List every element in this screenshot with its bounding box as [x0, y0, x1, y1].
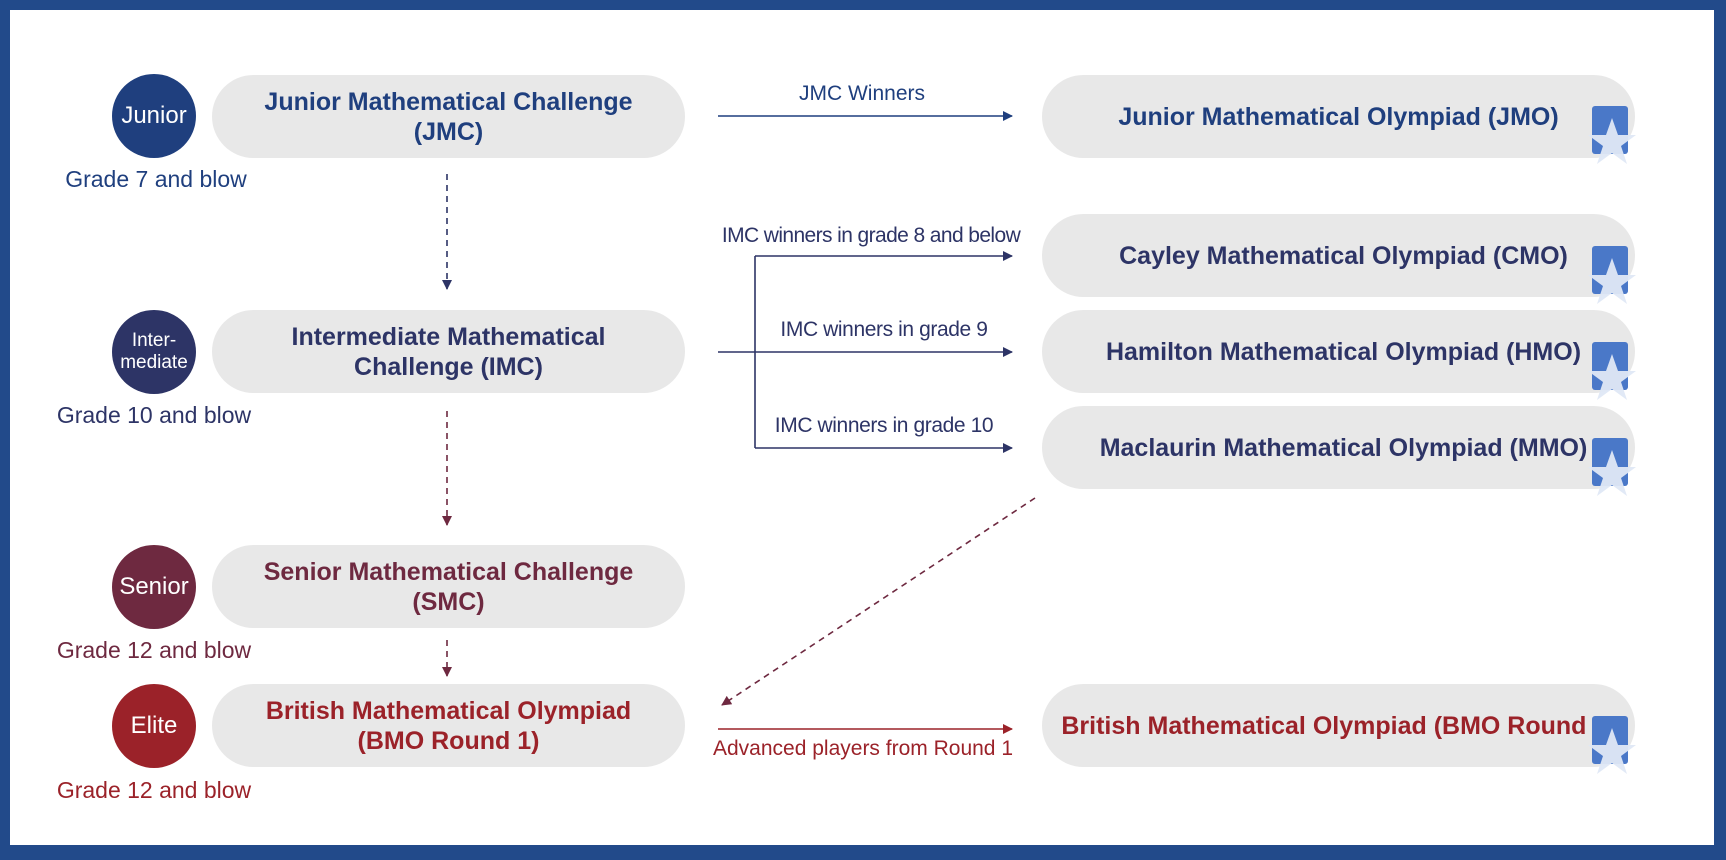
olympiad-hmo-label: Hamilton Mathematical Olympiad (HMO) — [1105, 337, 1582, 366]
medal-star-icon — [1588, 342, 1636, 400]
olympiad-mmo-label: Maclaurin Mathematical Olympiad (MMO) — [1099, 433, 1588, 462]
olympiad-cmo: Cayley Mathematical Olympiad (CMO) — [1042, 214, 1635, 297]
level-badge-elite-label: Elite — [130, 712, 178, 739]
olympiad-jmo-label: Junior Mathematical Olympiad (JMO) — [1118, 102, 1559, 131]
medal-star-icon — [1588, 438, 1636, 496]
grade-intermediate: Grade 10 and blow — [56, 402, 252, 428]
challenge-imc: Intermediate Mathematical Challenge (IMC… — [212, 310, 685, 393]
level-badge-intermediate: Inter-mediate — [112, 310, 196, 394]
challenge-jmc-label: Junior Mathematical Challenge (JMC) — [264, 87, 633, 146]
level-badge-junior-label: Junior — [121, 102, 187, 129]
olympiad-bmo2-label: British Mathematical Olympiad (BMO Round… — [1061, 711, 1616, 740]
label-imc-grade8: IMC winners in grade 8 and below — [721, 224, 1021, 247]
challenge-bmo1-label: British Mathematical Olympiad (BMO Round… — [265, 696, 632, 755]
olympiad-cmo-label: Cayley Mathematical Olympiad (CMO) — [1119, 241, 1568, 270]
grade-junior: Grade 7 and blow — [65, 166, 247, 192]
label-jmc-winners: JMC Winners — [798, 82, 925, 105]
challenge-imc-label: Intermediate Mathematical Challenge (IMC… — [291, 322, 606, 381]
grade-elite: Grade 12 and blow — [56, 777, 252, 803]
challenge-jmc: Junior Mathematical Challenge (JMC) — [212, 75, 685, 158]
level-badge-elite: Elite — [112, 684, 196, 768]
olympiad-jmo: Junior Mathematical Olympiad (JMO) — [1042, 75, 1635, 158]
medal-star-icon — [1588, 106, 1636, 164]
level-badge-junior: Junior — [112, 74, 196, 158]
label-imc-grade10: IMC winners in grade 10 — [774, 414, 994, 437]
olympiad-bmo2: British Mathematical Olympiad (BMO Round… — [1042, 684, 1635, 767]
level-badge-senior-label: Senior — [119, 573, 189, 600]
olympiad-mmo: Maclaurin Mathematical Olympiad (MMO) — [1042, 406, 1635, 489]
medal-star-icon — [1588, 716, 1636, 774]
level-badge-intermediate-label: Inter-mediate — [120, 330, 188, 373]
label-imc-grade9: IMC winners in grade 9 — [780, 318, 988, 341]
grade-senior: Grade 12 and blow — [56, 637, 252, 663]
challenge-smc-label: Senior Mathematical Challenge (SMC) — [263, 557, 634, 616]
label-advanced-players: Advanced players from Round 1 — [713, 737, 1013, 760]
medal-star-icon — [1588, 246, 1636, 304]
olympiad-hmo: Hamilton Mathematical Olympiad (HMO) — [1042, 310, 1635, 393]
challenge-smc: Senior Mathematical Challenge (SMC) — [212, 545, 685, 628]
challenge-bmo1: British Mathematical Olympiad (BMO Round… — [212, 684, 685, 767]
level-badge-senior: Senior — [112, 545, 196, 629]
